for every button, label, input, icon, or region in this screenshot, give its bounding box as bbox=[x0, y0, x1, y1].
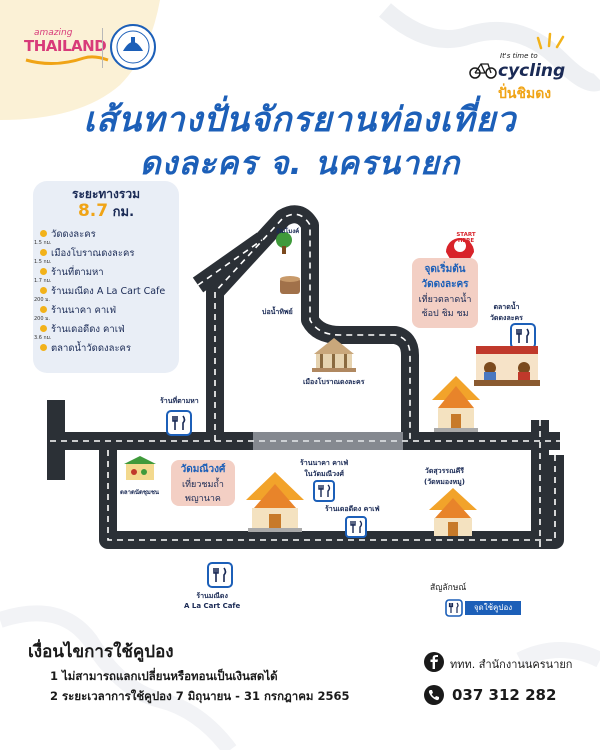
stop-name: ร้านเดอดีดง คาเฟ่ bbox=[51, 324, 125, 335]
community-market-label: ตลาดนัดชุมชน bbox=[120, 489, 160, 496]
cycling-tag-top: It's time to bbox=[500, 52, 538, 60]
market-stall-icon bbox=[474, 346, 540, 386]
page-title-line2: ดงละคร จ. นครนายก bbox=[139, 144, 461, 182]
facebook-page-name[interactable]: ททท. สำนักงานนครนายก bbox=[450, 658, 573, 671]
water-well-label: บ่อน้ำทิพย์ bbox=[262, 308, 293, 316]
distance-heading: ระยะทางรวม bbox=[72, 187, 140, 201]
wat-suwan-temple-icon bbox=[429, 488, 477, 536]
utensils-icon-naka-cafe bbox=[313, 480, 335, 502]
water-well-icon bbox=[280, 276, 300, 294]
community-market-icon bbox=[124, 456, 156, 480]
cycling-tag-bottom: ปั่นชิมดง bbox=[498, 86, 552, 102]
phone-icon[interactable] bbox=[424, 685, 444, 705]
start-callout-line3: เที่ยวตลาดน้ำ bbox=[418, 295, 472, 305]
segment-distance: 3.6 กม. bbox=[34, 335, 52, 341]
tat-emblem-icon bbox=[110, 24, 156, 70]
brand-small-text: amazing bbox=[34, 28, 73, 38]
stop-marker-icon bbox=[40, 268, 47, 275]
wat-dong-lakhon-temple-icon bbox=[432, 376, 480, 432]
segment-distance: 200 ม. bbox=[34, 316, 51, 322]
mani-dong-label: ร้านมณีดง A La Cart Cafe bbox=[184, 592, 241, 610]
wat-suwan-label: วัดสุวรรณคีรี (วัดหมองหมู) bbox=[424, 467, 465, 486]
tree-icon bbox=[276, 232, 292, 254]
stop-marker-icon bbox=[40, 325, 47, 332]
brand-large-text: THAILAND bbox=[24, 37, 107, 55]
facebook-icon[interactable] bbox=[424, 652, 444, 672]
bicycle-icon bbox=[469, 63, 497, 79]
utensils-icon-mani-dong bbox=[207, 562, 233, 588]
start-badge: START HERE bbox=[456, 232, 476, 244]
wood-stall-label: อัฒโมงค์ bbox=[276, 228, 300, 235]
stop-name: วัดดงละคร bbox=[51, 229, 96, 240]
segment-distance: 1.5 กม. bbox=[34, 240, 52, 246]
wat-mani-callout: วัดมณีวงศ์ เที่ยวชมถ้ำ พญานาค bbox=[171, 460, 235, 506]
naka-cafe-label: ร้านนาคา คาเฟ่ ในวัดมณีวงศ์ bbox=[300, 459, 349, 478]
start-callout-line1: จุดเริ่มต้น bbox=[424, 264, 466, 275]
stop-marker-icon bbox=[40, 344, 47, 351]
ancient-city-icon bbox=[312, 338, 356, 372]
brand-logo-swoosh bbox=[25, 55, 109, 65]
shop-tamha-label: ร้านที่ตามหา bbox=[160, 397, 199, 405]
de-deedong-label: ร้านเดอดีดง คาเฟ่ bbox=[325, 505, 380, 513]
segment-distance: 200 ม. bbox=[34, 297, 51, 303]
distance-total-value: 8.7 bbox=[77, 201, 109, 221]
stop-marker-icon bbox=[40, 306, 47, 313]
utensils-icon-legend bbox=[445, 599, 463, 617]
condition-item-2: 2 ระยะเวลาการใช้คูปอง 7 มิถุนายน - 31 กร… bbox=[50, 689, 350, 703]
legend-coupon-label: จุดใช้คูปอง bbox=[465, 601, 521, 615]
sun-burst-icon bbox=[536, 32, 565, 50]
conditions-title: เงื่อนไขการใช้คูปอง bbox=[28, 642, 174, 662]
stop-marker-icon bbox=[40, 249, 47, 256]
start-callout-line4: ช้อป ชิม ชม bbox=[421, 309, 469, 319]
wat-mani-callout-line3: พญานาค bbox=[185, 494, 221, 504]
brand-divider bbox=[102, 28, 103, 68]
start-callout-line2: วัดดงละคร bbox=[421, 279, 469, 290]
stop-name: เมืองโบราณดงละคร bbox=[51, 248, 135, 259]
page-title-line1: เส้นทางปั่นจักรยานท่องเที่ยว bbox=[83, 100, 517, 140]
distance-total-unit: กม. bbox=[112, 205, 135, 220]
stop-marker-icon bbox=[40, 230, 47, 237]
stop-name: ร้านที่ตามหา bbox=[51, 267, 104, 278]
wat-mani-callout-line2: เที่ยวชมถ้ำ bbox=[182, 480, 224, 490]
wat-mani-callout-line1: วัดมณีวงศ์ bbox=[180, 464, 226, 475]
distance-total: 8.7 กม. bbox=[33, 201, 179, 222]
utensils-icon-shop-tamha bbox=[166, 410, 192, 436]
stop-name: ตลาดน้ำวัดดงละคร bbox=[51, 343, 132, 354]
legend-title: สัญลักษณ์ bbox=[430, 583, 467, 593]
stop-name: ร้านนาคา คาเฟ่ bbox=[51, 305, 117, 316]
cycling-tag-mid: cycling bbox=[498, 61, 566, 81]
phone-number[interactable]: 037 312 282 bbox=[452, 686, 557, 704]
ancient-city-label: เมืองโบราณดงละคร bbox=[303, 378, 365, 386]
stop-name: ร้านมณีดง A La Cart Cafe bbox=[51, 286, 166, 297]
stop-marker-icon bbox=[40, 287, 47, 294]
segment-distance: 1.5 กม. bbox=[34, 259, 52, 265]
floating-market-label: ตลาดน้ำ วัดดงละคร bbox=[490, 303, 523, 322]
segment-distance: 1.7 กม. bbox=[34, 278, 52, 284]
start-callout: จุดเริ่มต้น วัดดงละคร เที่ยวตลาดน้ำ ช้อป… bbox=[412, 258, 478, 328]
wat-mani-temple-icon bbox=[246, 472, 304, 532]
start-pin-icon bbox=[446, 238, 474, 276]
condition-item-1: 1 ไม่สามารถแลกเปลี่ยนหรือทอนเป็นเงินสดได… bbox=[50, 669, 278, 683]
utensils-icon-de-deedong bbox=[345, 516, 367, 538]
